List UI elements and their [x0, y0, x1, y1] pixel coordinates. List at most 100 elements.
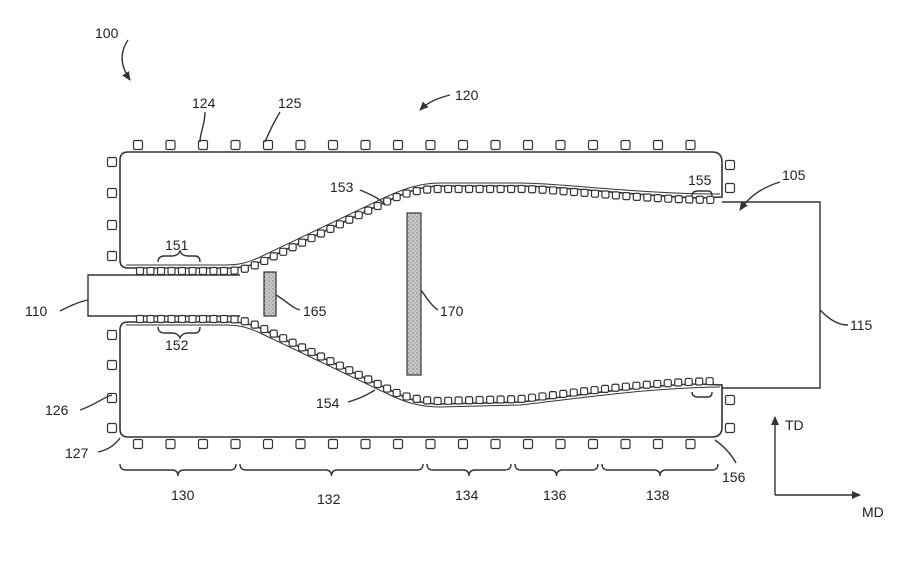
clip [475, 184, 484, 194]
label-125: 125 [278, 95, 302, 111]
arrow-105 [739, 181, 781, 211]
arrow-120 [419, 94, 451, 111]
clip [345, 366, 354, 375]
clip [307, 233, 316, 243]
clip [620, 438, 631, 450]
leader-115 [819, 309, 849, 326]
clip [106, 156, 118, 168]
clip [288, 243, 297, 252]
leader-125 [264, 111, 281, 143]
label-130: 130 [171, 487, 195, 503]
clip [653, 194, 662, 203]
clip [685, 438, 696, 450]
clip [674, 378, 683, 387]
clip [230, 315, 239, 324]
clip [475, 395, 484, 405]
clip [106, 250, 118, 262]
clip [457, 139, 469, 151]
label-md: MD [862, 504, 884, 520]
clip [538, 185, 547, 194]
zone-brace [426, 463, 512, 477]
clip [146, 314, 155, 324]
clip [132, 139, 144, 151]
clip [279, 247, 288, 256]
clip [425, 438, 436, 450]
clip [486, 184, 495, 194]
clip [548, 391, 557, 400]
clip [307, 347, 316, 357]
clip [262, 139, 274, 151]
clip [454, 184, 463, 194]
clip [354, 211, 363, 220]
clip [538, 392, 547, 401]
label-156: 156 [722, 469, 746, 485]
clip [590, 385, 599, 395]
clip [135, 266, 145, 276]
clip [219, 266, 229, 276]
clip [569, 388, 578, 397]
clip [167, 266, 176, 276]
clip [360, 139, 371, 151]
clip [316, 352, 326, 361]
clip [724, 394, 736, 406]
clip [653, 379, 662, 389]
clip [611, 383, 620, 392]
leader-127 [97, 437, 121, 453]
clip [167, 314, 176, 324]
clip [383, 197, 392, 206]
clip [621, 382, 630, 391]
heater-165 [263, 271, 277, 317]
label-124: 124 [192, 95, 216, 111]
clip [177, 314, 187, 324]
clip [444, 396, 453, 405]
clip [250, 261, 259, 270]
clip [402, 392, 411, 401]
clip [156, 266, 166, 276]
clip [548, 186, 558, 195]
label-126: 126 [45, 402, 69, 418]
clip [250, 320, 259, 329]
clip [590, 189, 600, 198]
leader-156 [714, 439, 737, 464]
clip [188, 314, 197, 324]
clip [517, 394, 526, 403]
clip [209, 314, 218, 324]
clip [165, 438, 176, 450]
leader-170 [420, 289, 439, 311]
clip [465, 184, 474, 194]
clip [664, 194, 673, 203]
clip [685, 195, 694, 204]
clip [684, 377, 693, 387]
clip [496, 395, 505, 404]
zone-brace [601, 463, 719, 477]
clip [412, 394, 421, 404]
clip [423, 396, 432, 405]
brace-155 [691, 190, 713, 197]
clip [527, 393, 537, 402]
clip [580, 188, 589, 197]
clip [354, 370, 363, 379]
clip [695, 195, 704, 204]
lower-rail-inner [126, 324, 721, 408]
clip [454, 396, 463, 405]
brace-156 [691, 391, 713, 398]
leader-153 [359, 189, 386, 205]
clip [198, 266, 208, 276]
label-115: 115 [850, 317, 873, 333]
clip [230, 438, 241, 450]
clip [269, 329, 278, 338]
label-165: 165 [303, 303, 327, 319]
clip [219, 314, 229, 324]
clip [260, 324, 269, 334]
clip [695, 377, 704, 386]
zone-brace [239, 463, 424, 477]
clip [240, 264, 249, 273]
clip [106, 359, 118, 371]
label-132: 132 [317, 491, 341, 507]
label-120: 120 [455, 87, 479, 103]
clip [392, 192, 401, 202]
clip [392, 388, 401, 398]
arrow-100 [121, 39, 131, 81]
clip [345, 215, 354, 224]
